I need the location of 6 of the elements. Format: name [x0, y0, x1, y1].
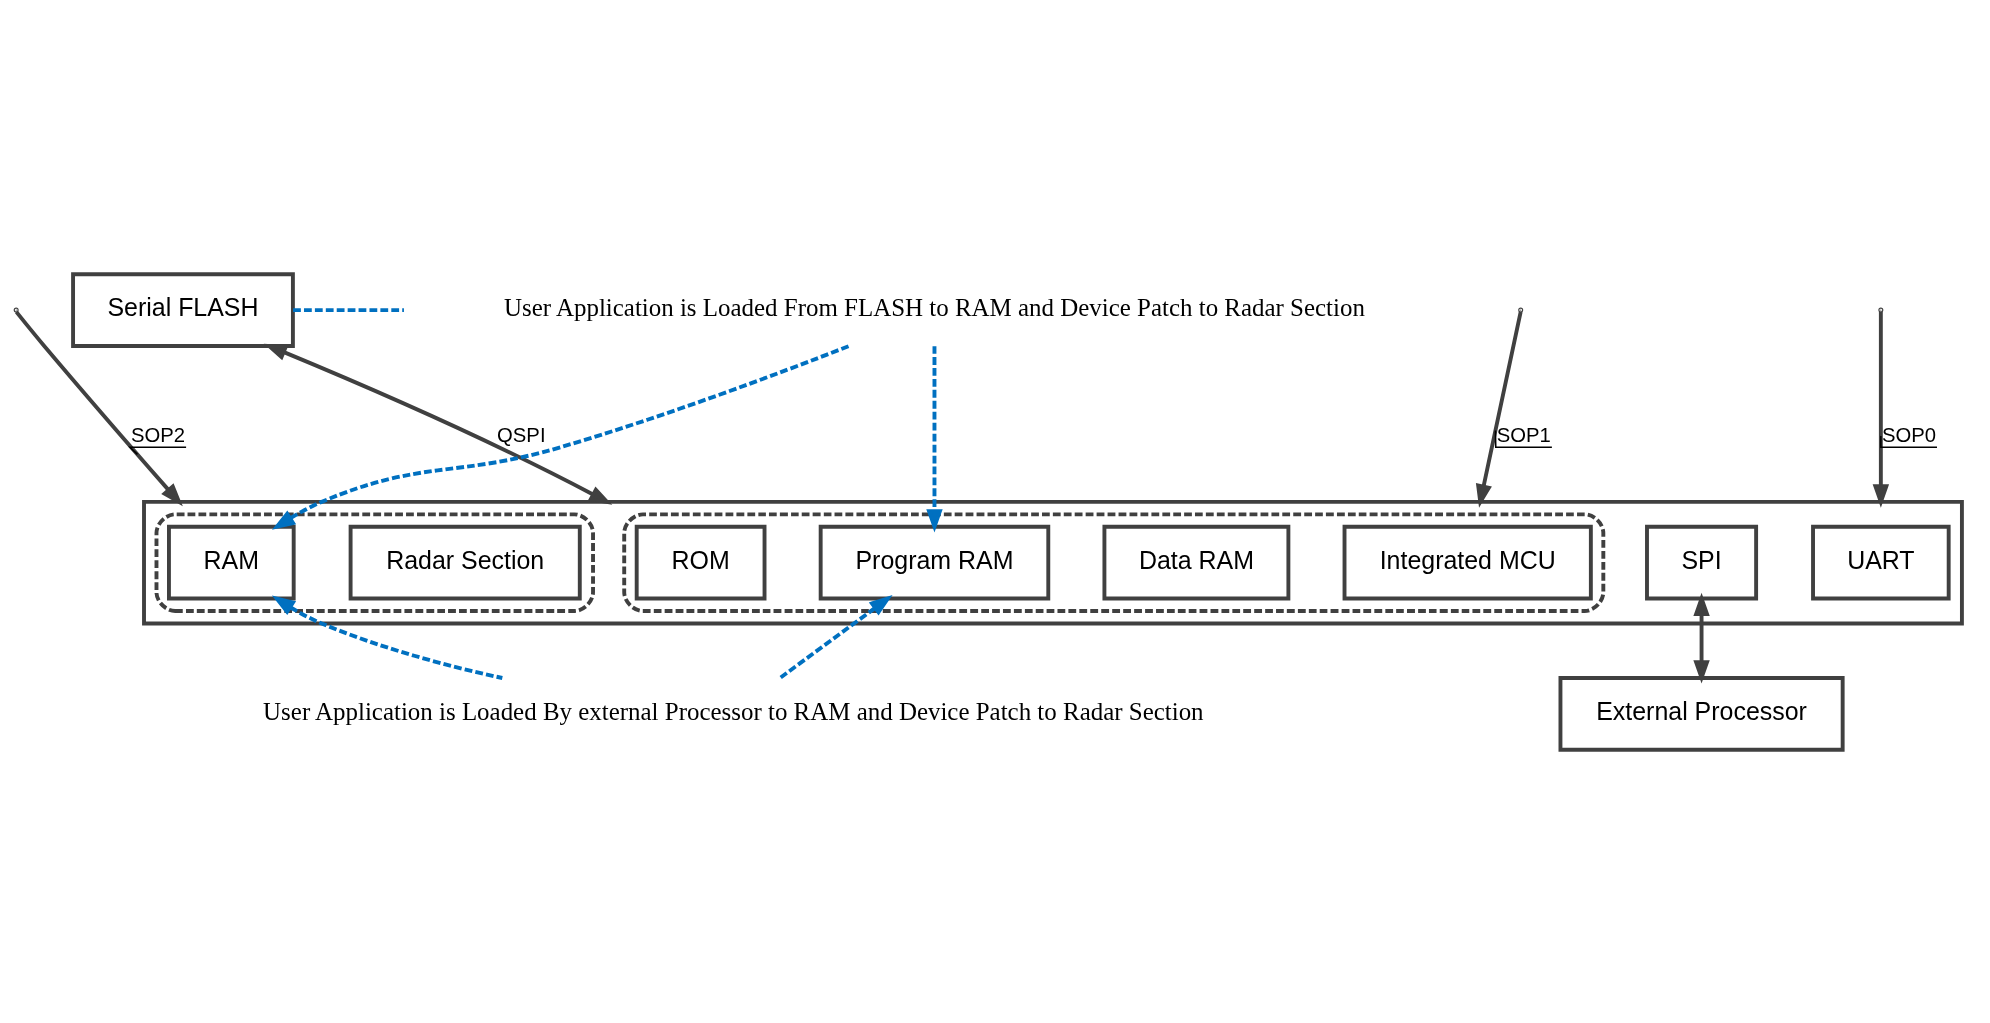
- node-text: User Application is Loaded From FLASH to RAM and Device Patch to Radar Section: [504, 293, 1365, 321]
- node-text: User Application is Loaded By external Processor to RAM and Device Patch to Radar Section: [263, 697, 1204, 725]
- edge-label: QSPI: [497, 423, 546, 446]
- edge-label: SOP0: [1881, 423, 1936, 446]
- edge-label: SOP1: [1496, 423, 1551, 446]
- edge-label: SOP2: [131, 423, 186, 446]
